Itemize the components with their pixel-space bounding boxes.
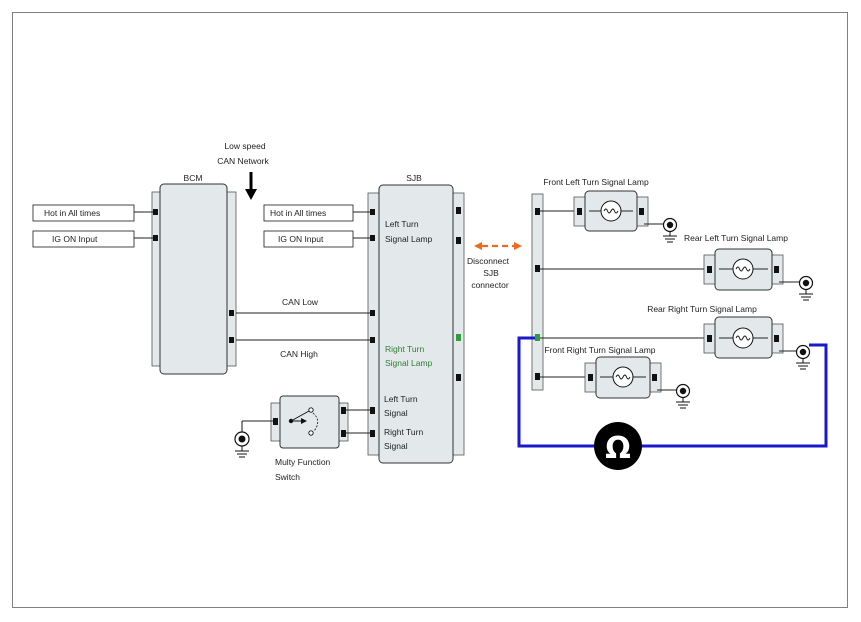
ohmmeter-icon: Ω	[594, 422, 642, 470]
front-right-lamp-label: Front Right Turn Signal Lamp	[544, 345, 655, 355]
sjb-left-lamp-label-1: Left Turn	[385, 219, 419, 229]
sjb-label: SJB	[406, 173, 422, 183]
sjb-left-connector	[367, 192, 381, 456]
sjb-pin-out-2	[456, 237, 461, 244]
front-right-ground-icon	[675, 383, 691, 409]
rear-left-bulb-icon	[719, 258, 768, 280]
lamp-bus-connector	[531, 193, 544, 391]
rear-right-ground-icon	[795, 344, 811, 370]
sjb-pin-out-4	[456, 374, 461, 381]
sjb-left-lamp-label-2: Signal Lamp	[385, 234, 433, 244]
front-left-lamp-label: Front Left Turn Signal Lamp	[543, 177, 649, 187]
bcm-pin-can-high	[229, 337, 234, 343]
bcm-pin-can-low	[229, 310, 234, 316]
sjb-right-signal-label-1: Right Turn	[384, 427, 423, 437]
sjb-right-connector	[452, 192, 465, 456]
measurement-wire	[517, 336, 828, 448]
sjb-module	[378, 184, 454, 464]
sjb-hot-input-label: Hot in All times	[270, 208, 326, 218]
sjb-right-lamp-label-2: Signal Lamp	[385, 358, 433, 368]
bcm-hot-input-box	[32, 204, 135, 222]
disconnect-label-3: connector	[471, 280, 508, 290]
sjb-left-signal-label-2: Signal	[384, 408, 408, 418]
sjb-pin-can-low	[370, 310, 375, 316]
sjb-right-signal-label-2: Signal	[384, 441, 408, 451]
disconnect-label-2: SJB	[483, 268, 499, 278]
rear-right-bulb-icon	[719, 327, 768, 349]
sjb-pin-ig	[370, 235, 375, 241]
multi-function-switch	[270, 395, 349, 449]
front-right-bulb-icon	[600, 366, 646, 388]
sjb-pin-out-1	[456, 207, 461, 214]
sjb-left-signal-label-1: Left Turn	[384, 394, 418, 404]
network-label-1: Low speed	[224, 141, 265, 151]
bcm-module	[159, 183, 228, 375]
ohmmeter-symbol: Ω	[605, 431, 631, 466]
sjb-pin-right-signal	[370, 430, 375, 437]
bcm-ig-input-label: IG ON Input	[52, 234, 98, 244]
sjb-pin-out-green	[456, 334, 461, 341]
bcm-hot-input-label: Hot in All times	[44, 208, 100, 218]
sjb-pin-hot	[370, 209, 375, 215]
sjb-right-lamp-label-1: Right Turn	[385, 344, 424, 354]
network-arrow-icon	[245, 172, 257, 200]
bus-pin-4	[535, 373, 540, 380]
bcm-label: BCM	[184, 173, 203, 183]
rear-left-ground-icon	[798, 275, 814, 301]
can-high-label: CAN High	[280, 349, 318, 359]
disconnect-arrow-icon	[474, 242, 522, 250]
rear-left-lamp-label: Rear Left Turn Signal Lamp	[684, 233, 788, 243]
bcm-pin-hot	[153, 209, 158, 215]
sjb-ig-input-label: IG ON Input	[278, 234, 324, 244]
switch-label-1: Multy Function	[275, 457, 331, 467]
bus-pin-2	[535, 265, 540, 272]
bus-pin-1	[535, 208, 540, 215]
bcm-ig-input-box	[32, 230, 135, 248]
switch-label-2: Switch	[275, 472, 300, 482]
switch-ground-icon	[234, 420, 273, 458]
sjb-pin-left-signal	[370, 407, 375, 414]
disconnect-label-1: Disconnect	[467, 256, 510, 266]
front-left-bulb-icon	[589, 200, 633, 222]
sjb-pin-can-high	[370, 337, 375, 343]
front-left-ground-icon	[662, 217, 678, 243]
can-low-label: CAN Low	[282, 297, 319, 307]
bus-pin-green	[535, 334, 540, 341]
rear-right-lamp-label: Rear Right Turn Signal Lamp	[647, 304, 757, 314]
sjb-hot-input-box	[263, 204, 354, 222]
diagram-frame	[12, 12, 848, 608]
bcm-pin-ig	[153, 235, 158, 241]
sjb-ig-input-box	[263, 230, 354, 248]
network-label-2: CAN Network	[217, 156, 269, 166]
